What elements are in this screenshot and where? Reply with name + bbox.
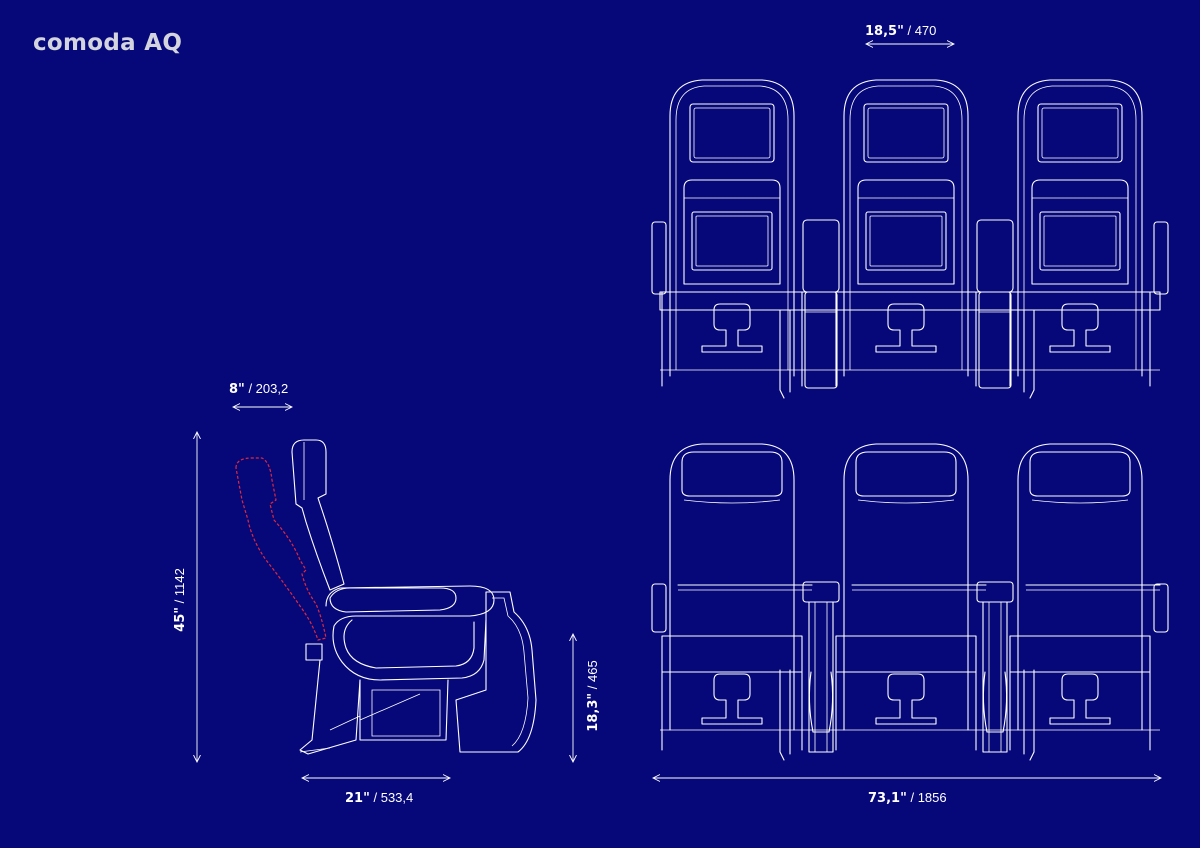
brand-title: comoda AQ [33,30,183,56]
rear-view [651,79,1169,399]
total-width-imperial: 73,1" [868,791,907,806]
depth-label: 21" / 533,4 [345,790,414,806]
depth-metric: 533,4 [380,790,414,805]
front-view [651,443,1169,761]
recline-metric: 203,2 [255,381,289,396]
seat-width-imperial: 18,5" [865,24,904,39]
side-view [235,439,537,755]
recline-imperial: 8" [229,382,245,397]
total-width-metric: 1856 [917,790,947,805]
depth-imperial: 21" [345,791,370,806]
dimension-arrows [197,44,1161,778]
recline-label: 8" / 203,2 [229,381,289,397]
total-width-label: 73,1" / 1856 [868,790,947,806]
seat-width-metric: 470 [914,23,937,38]
seat-width-label: 18,5" / 470 [865,23,937,39]
